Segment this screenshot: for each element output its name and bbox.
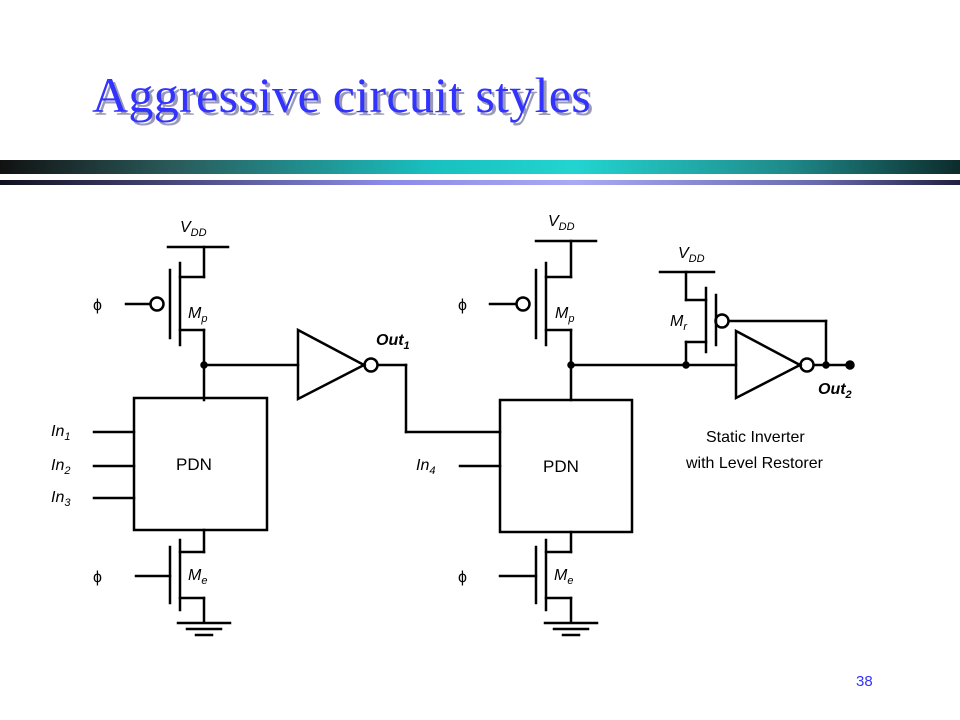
restorer-note-line1: Static Inverter	[706, 429, 805, 446]
stage1-output-label: Out1	[376, 332, 410, 352]
stage2-pdn-label: PDN	[543, 457, 579, 476]
title-divider-thick	[0, 160, 960, 174]
stage2-dynamic-node	[567, 361, 738, 369]
stage1-precharge-transistor	[124, 261, 206, 402]
stage2-precharge-label: Mp	[555, 305, 574, 325]
stage1-dynamic-node	[200, 361, 300, 369]
stage2-vdd-rail	[534, 239, 598, 279]
slide-title: Aggressive circuit styles	[92, 67, 592, 123]
stage1-output-inverter	[296, 327, 379, 402]
stage2-vdd-label: VDD	[548, 213, 575, 233]
stage2-output-inverter	[734, 328, 855, 401]
stage2-input-4-label: In4	[416, 457, 435, 477]
stage1-ground	[176, 621, 232, 637]
stage1-to-stage2-wire	[376, 363, 502, 434]
stage1-pdn-label: PDN	[176, 455, 212, 474]
stage2-precharge-transistor	[488, 261, 573, 402]
title-divider-thin	[0, 180, 960, 185]
stage1-eval-clock-label: ϕ	[93, 569, 102, 586]
stage2-eval-label: Me	[554, 567, 573, 587]
stage1-pdn-block	[92, 396, 269, 532]
stage2-output-label: Out2	[818, 381, 852, 401]
stage1-vdd-label: VDD	[180, 219, 207, 239]
stage2-pdn-block	[458, 398, 634, 534]
stage1-precharge-label: Mp	[188, 305, 207, 325]
restorer-label: Mr	[670, 313, 688, 333]
stage1-eval-label: Me	[188, 567, 207, 587]
stage1-eval-transistor	[134, 528, 206, 624]
stage2-ground	[543, 621, 599, 637]
page-number: 38	[856, 673, 873, 690]
stage1-input-3-label: In3	[51, 489, 71, 509]
stage1-vdd-rail	[166, 245, 230, 279]
stage2-eval-transistor	[498, 530, 573, 624]
cropped-figure-caption	[52, 671, 372, 679]
restorer-note-line2: with Level Restorer	[685, 455, 824, 472]
restorer-vdd-label: VDD	[678, 245, 705, 265]
stage1-clock-label: ϕ	[93, 297, 102, 314]
stage1-input-2-label: In2	[51, 457, 70, 477]
stage2-eval-clock-label: ϕ	[458, 569, 467, 586]
stage2-clock-label: ϕ	[458, 297, 467, 314]
restorer-transistor	[658, 270, 828, 367]
stage1-input-1-label: In1	[51, 423, 70, 443]
